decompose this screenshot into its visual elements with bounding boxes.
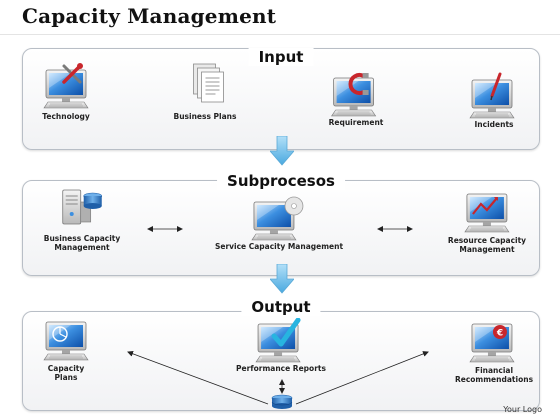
output-item-label-line1: Capacity — [47, 364, 85, 373]
input-item-label: Requirement — [328, 118, 384, 127]
flow-arrow-down-icon — [270, 136, 294, 166]
output-item-capacity-plans: Capacity Plans — [40, 318, 92, 382]
monitor-tools-icon — [43, 63, 89, 109]
output-item-financial-recommendations: € Financial Recommendations — [455, 320, 533, 384]
flow-arrow-down-icon — [270, 264, 294, 294]
output-item-performance-reports: Performance Reports — [236, 318, 326, 373]
input-item-incidents: Incidents — [468, 72, 520, 129]
sub-item-label-line2: Management — [54, 243, 110, 252]
output-section-title: Output — [241, 298, 321, 316]
monitor-euro-icon: € — [469, 323, 515, 363]
input-item-technology: Technology — [40, 62, 92, 121]
sub-item-resource-capacity: Resource Capacity Management — [448, 190, 526, 254]
input-section-title: Input — [248, 48, 314, 66]
output-item-label-line2: Plans — [54, 373, 78, 382]
monitor-disc-icon — [251, 196, 304, 241]
sub-item-service-capacity: Service Capacity Management — [215, 196, 343, 251]
connector-hub-financial — [295, 351, 429, 405]
monitor-check-icon — [255, 318, 301, 363]
svg-text:€: € — [496, 329, 503, 339]
server-database-icon — [62, 189, 103, 225]
monitor-chart-icon — [464, 193, 510, 233]
input-item-label: Incidents — [474, 120, 514, 129]
database-icon — [271, 394, 293, 409]
monitor-pie-icon — [43, 321, 89, 361]
input-item-label: Technology — [42, 112, 90, 121]
input-item-label: Business Plans — [173, 112, 237, 121]
input-item-business-plans: Business Plans — [174, 60, 237, 121]
sub-item-label-line1: Business Capacity — [43, 234, 121, 243]
output-item-label-line1: Financial — [474, 366, 514, 375]
documents-icon — [192, 63, 224, 103]
output-item-label: Performance Reports — [236, 364, 326, 373]
sub-item-label-line2: Management — [459, 245, 515, 254]
output-item-label-line2: Recommendations — [454, 375, 534, 384]
sub-item-label-line1: Resource Capacity — [447, 236, 527, 245]
page-title: Capacity Management — [22, 4, 277, 28]
footer-logo-text: Your Logo — [503, 405, 542, 414]
monitor-pen-icon — [469, 72, 515, 119]
input-item-requirement: Requirement — [328, 70, 384, 127]
monitor-magnet-icon — [331, 73, 377, 117]
title-divider — [0, 34, 560, 35]
sub-item-label: Service Capacity Management — [214, 242, 344, 251]
connector-hub-capacity-plans — [127, 350, 269, 405]
sub-item-business-capacity: Business Capacity Management — [43, 188, 121, 252]
subprocesos-section-title: Subprocesos — [217, 172, 345, 190]
